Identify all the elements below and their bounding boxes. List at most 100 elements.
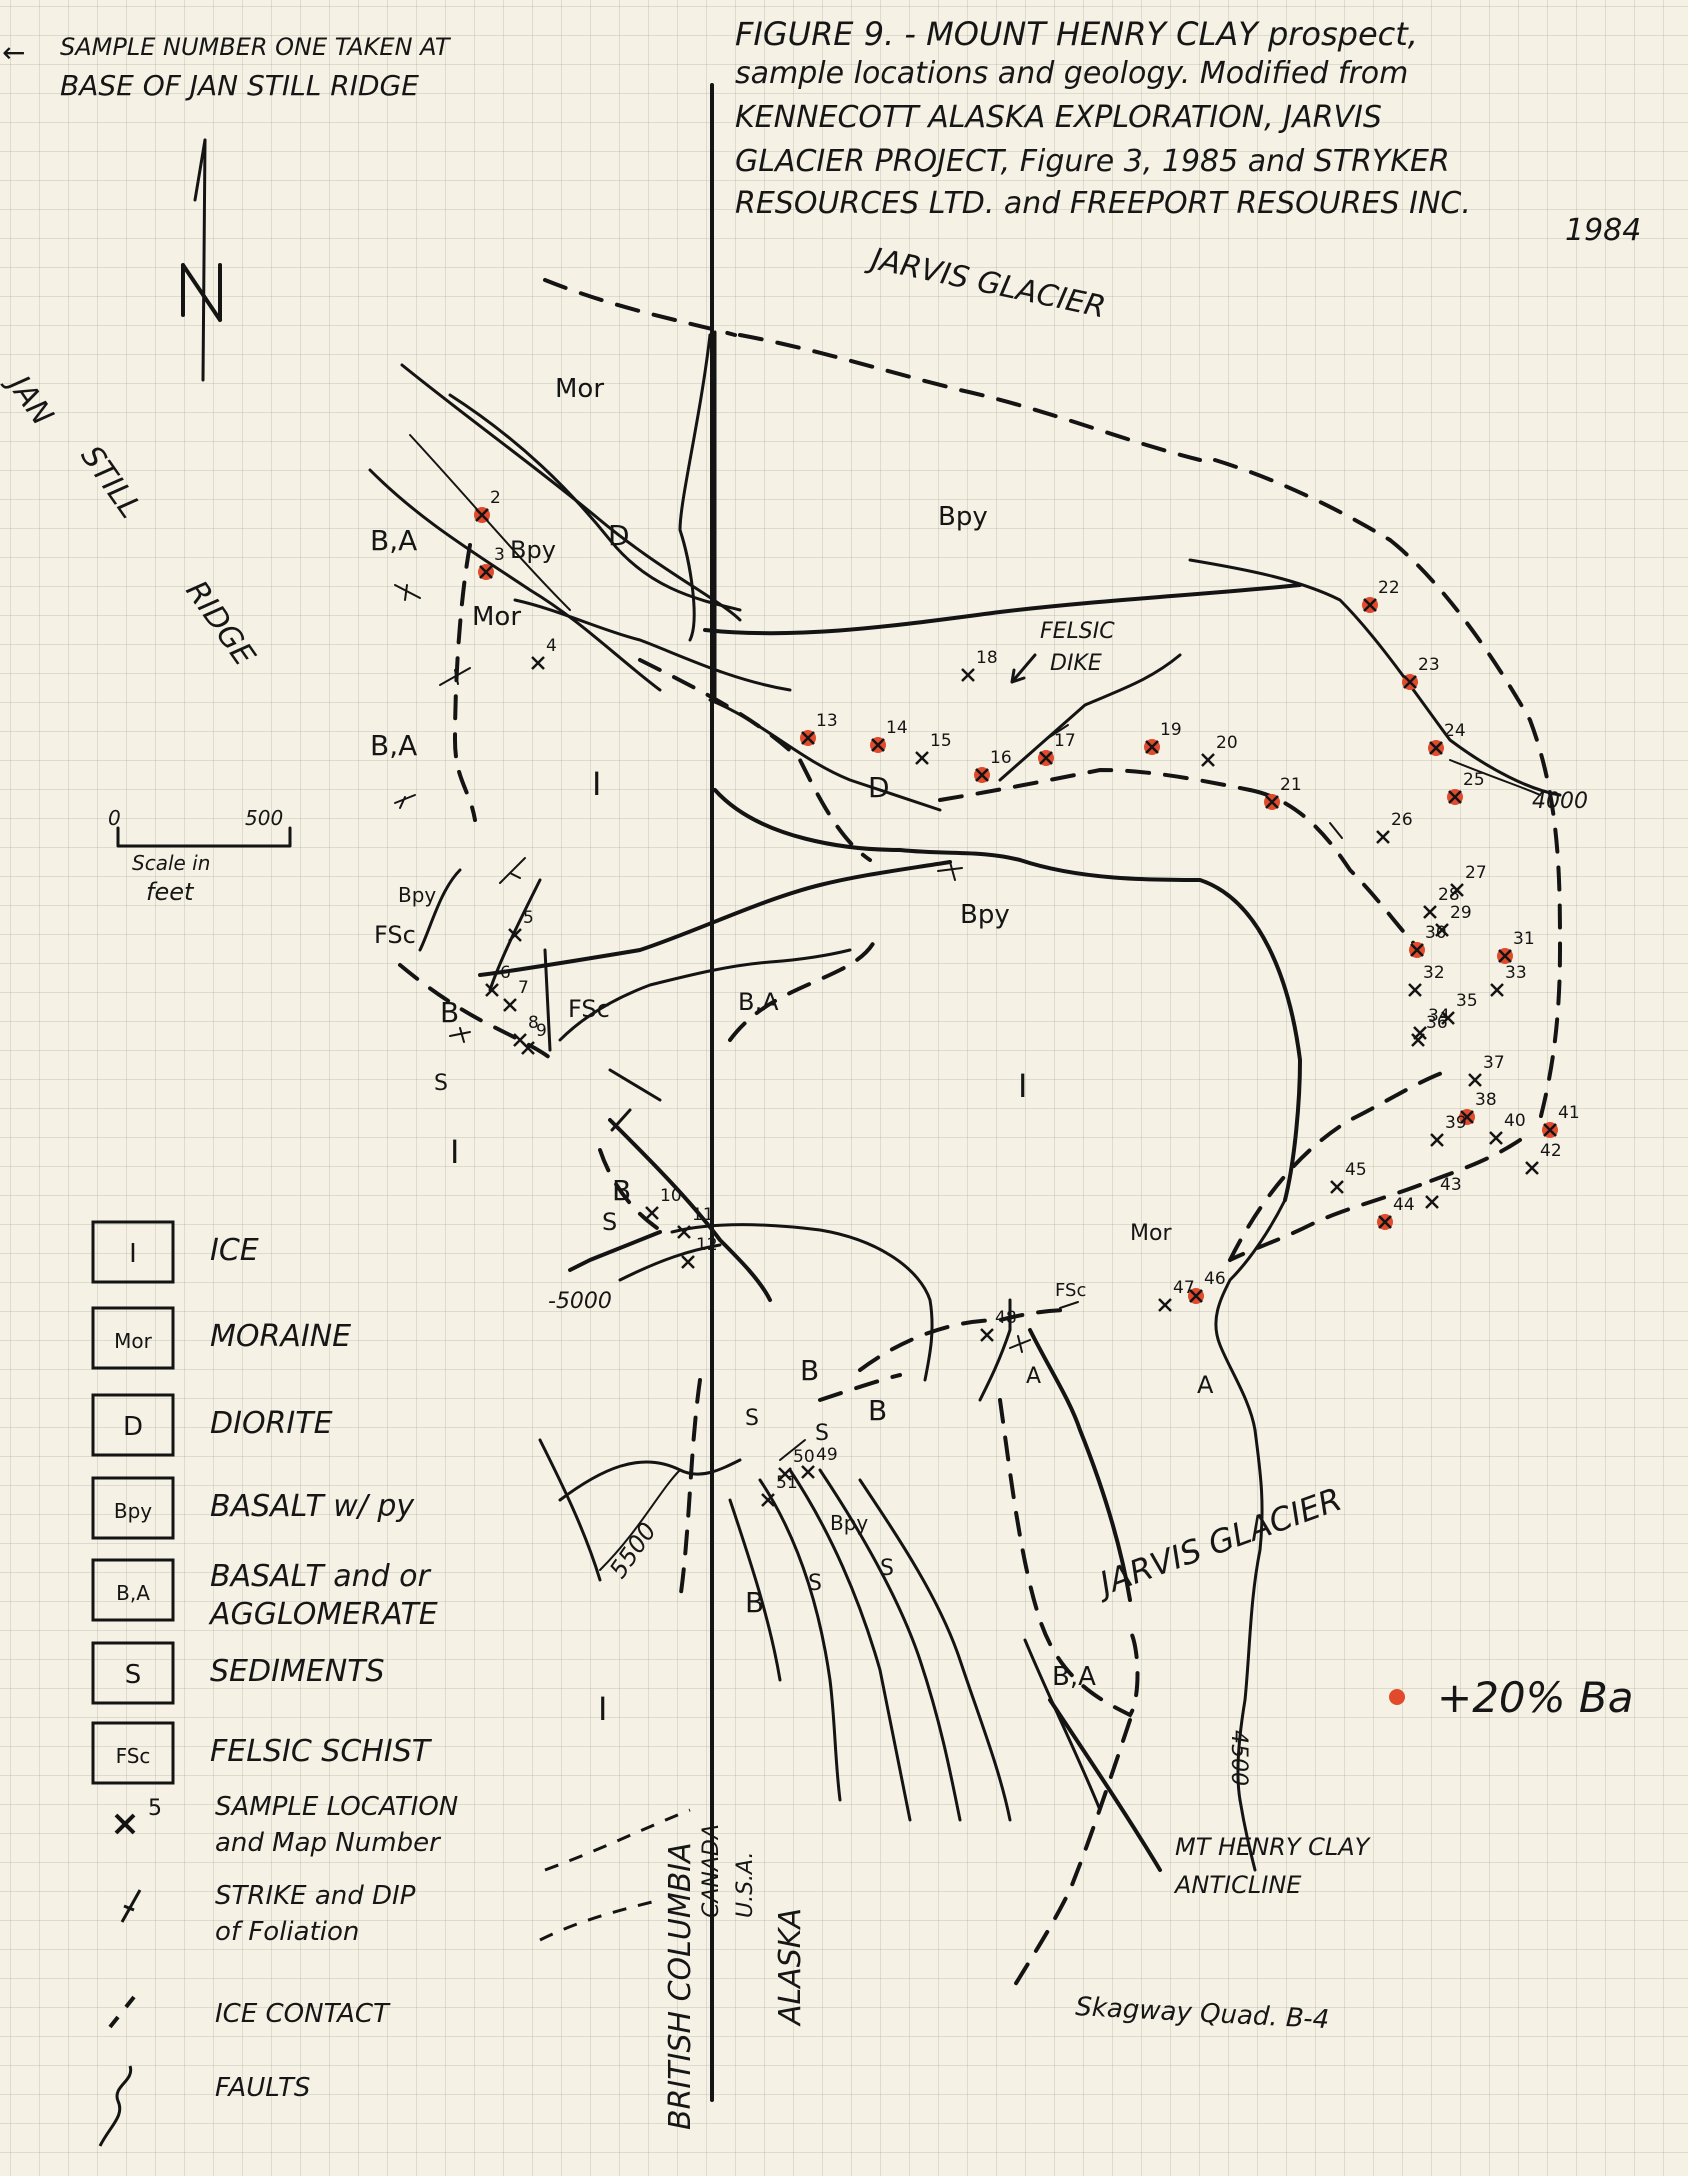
unit-b-south: B [800,1354,819,1387]
sample-11: 11 [677,1205,714,1239]
unit-bpy-small: Bpy [398,883,436,907]
legend-sample-number: 5 [148,1796,162,1821]
sample-31: 31 [1497,929,1535,964]
unit-b-far-south: B [745,1586,764,1619]
label-quad: Skagway Quad. B-4 [1075,1992,1330,2035]
sample-48: 48 [980,1308,1017,1342]
sample-number: 48 [995,1308,1017,1328]
strike-dip-symbols [394,584,1343,1461]
legend-name: BASALT and or [210,1559,432,1594]
sample-28: 28 [1423,885,1460,919]
sample-43: 43 [1425,1175,1462,1209]
sample-x-icon [521,1041,535,1055]
sample-x-icon [475,508,489,522]
sample-number: 50 [793,1447,815,1467]
sample-number: 10 [660,1186,682,1206]
sample-x-icon [645,1206,659,1220]
contour-4500: 4500 [1226,1730,1251,1786]
label-still: STILL [73,440,147,525]
sample-number: 28 [1438,885,1460,905]
unit-i-south: I [598,1690,607,1728]
sample-number: 8 [528,1013,539,1033]
sample-x-icon [1498,949,1512,963]
sample-number: 3 [494,545,505,565]
sample-x-icon [1201,753,1215,767]
sample-number: 43 [1440,1175,1462,1195]
legend-code: D [123,1412,143,1442]
unit-fsc-west: FSc [374,921,416,949]
sample-18: 18 [961,648,998,682]
sample-x-icon [801,1465,815,1479]
legend-box [91,1306,175,1370]
unit-s-south-2: S [815,1421,829,1446]
sample-x-icon [1376,830,1390,844]
title-line-1: FIGURE 9. - MOUNT HENRY CLAY prospect, [735,15,1418,53]
scale-max: 500 [245,806,283,830]
scale-bar: 0 500 Scale in feet [108,806,292,906]
sample-26: 26 [1376,810,1413,844]
sample-x-icon [1543,1123,1557,1137]
sample-x-icon [1411,1033,1425,1047]
legend-symbol-name: of Foliation [215,1917,359,1947]
sample-number: 2 [490,488,501,508]
sample-47: 47 [1158,1278,1195,1312]
sample-number: 29 [1450,903,1472,923]
title-line-5: RESOURCES LTD. and FREEPORT RESOURES INC… [735,186,1471,221]
legend-symbol-name: FAULTS [215,2073,310,2103]
legend-symbol-name: SAMPLE LOCATION [215,1792,458,1822]
ice-contacts [398,278,1563,1987]
sample-12: 12 [681,1235,718,1269]
sample-number: 6 [500,963,511,983]
sample-number: 39 [1445,1113,1467,1133]
legend-name: AGGLOMERATE [208,1597,438,1632]
unit-s-south: S [745,1406,759,1431]
sample-number: 41 [1558,1103,1580,1123]
sample-x-icon [1330,1180,1344,1194]
sample-number: 33 [1505,963,1527,983]
sample-number: 31 [1513,929,1535,949]
sample-x-icon [961,668,975,682]
label-jan: JAN [0,365,60,432]
note-line-2: BASE OF JAN STILL RIDGE [60,69,419,102]
sample-x-icon [1378,1215,1392,1229]
sample-x-icon [1468,1073,1482,1087]
sample-number: 19 [1160,720,1182,740]
sample-number: 21 [1280,775,1302,795]
sample-number: 9 [536,1021,547,1041]
legend-name: DIORITE [210,1406,333,1441]
legend-box [91,1220,175,1284]
legend-code: B,A [116,1581,150,1605]
sample-number: 14 [886,718,908,738]
figure-title: FIGURE 9. - MOUNT HENRY CLAY prospect, s… [735,15,1641,248]
legend-unit-2: D DIORITE [91,1393,333,1457]
sample-number: 4 [546,636,557,656]
label-anticline-2: ANTICLINE [1173,1871,1302,1899]
sample-x-icon [508,928,522,942]
unit-ba-west: B,A [370,729,417,762]
sample-x-icon [1423,905,1437,919]
legend-code: Mor [114,1329,152,1353]
sample-38: 38 [1459,1090,1497,1125]
sample-42: 42 [1525,1141,1562,1175]
sample-x-icon [1039,751,1053,765]
unit-i-center: I [1018,1067,1027,1105]
unit-b-west: B [440,996,459,1029]
sample-number: 51 [776,1473,798,1493]
sample-number: 5 [523,908,534,928]
unit-b-south-2: B [868,1394,887,1427]
strike-dip-icon [120,1889,142,1923]
sample-x-icon [1430,1133,1444,1147]
sample-21: 21 [1264,775,1302,810]
legend-symbol-name: STRIKE and DIP [215,1881,416,1911]
sample-x-icon [1460,1110,1474,1124]
north-arrow-icon: N [0,0,222,382]
sample-x-icon [531,656,545,670]
sample-x-icon [975,768,989,782]
sample-41: 41 [1542,1103,1580,1138]
fault-icon [98,2065,133,2147]
label-felsic-2: DIKE [1050,651,1102,676]
sample-number: 36 [1426,1013,1448,1033]
north-label: N [0,0,1,1]
